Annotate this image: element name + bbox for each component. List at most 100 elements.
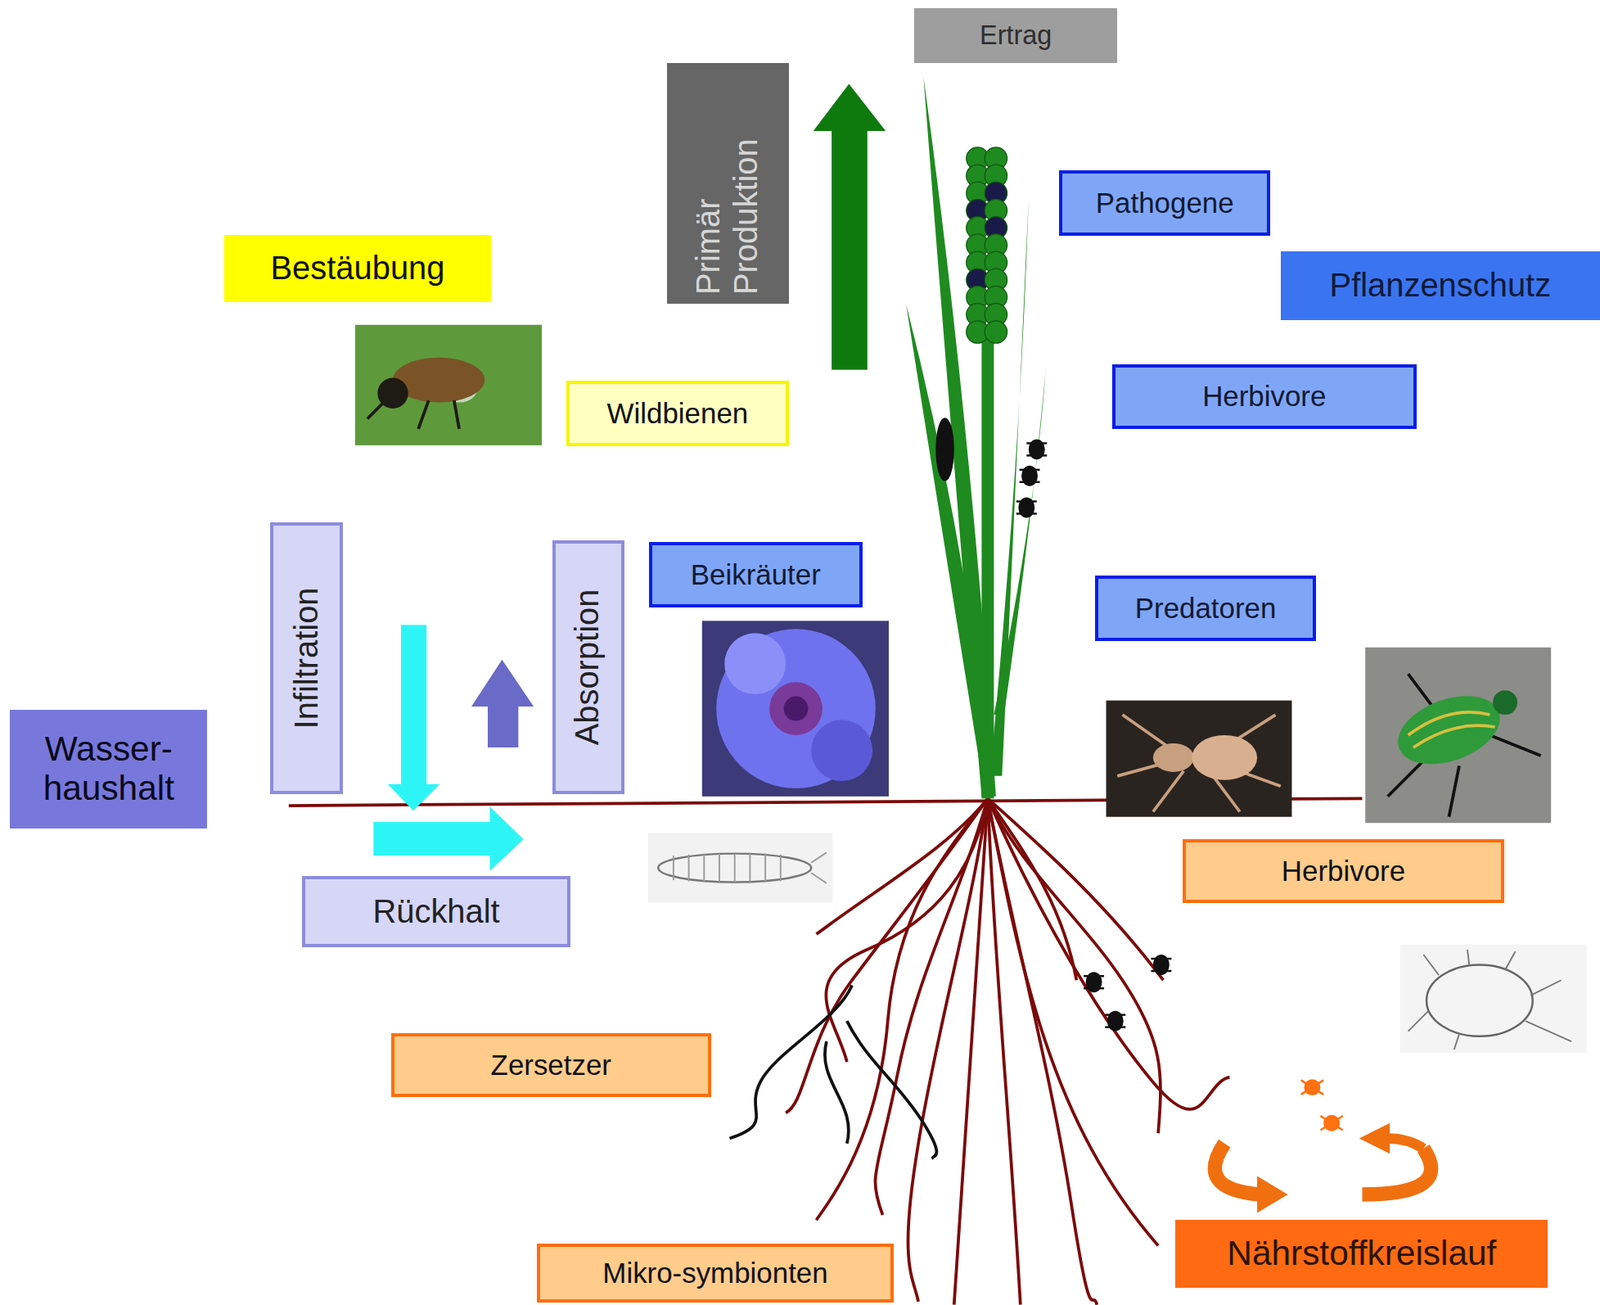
cornflower-photo: [724, 632, 786, 695]
larva-drawing: [779, 854, 782, 881]
protection-box: Pathogene: [1059, 170, 1271, 236]
larva-drawing: [658, 853, 812, 883]
box-label: Primär Produktion: [690, 72, 767, 294]
plant-roots: [987, 797, 1159, 1245]
aphid-icons: [1150, 957, 1172, 960]
larva-drawing: [703, 853, 705, 883]
larva-drawing: [811, 851, 827, 862]
water-heading: Wasser- haushalt: [9, 709, 208, 830]
nutrient-cycle-icons: [1303, 1078, 1321, 1096]
larva-drawing: [688, 854, 690, 881]
mite-drawing: [1400, 944, 1587, 1053]
beetle-photo: [1448, 765, 1459, 816]
protection-box: Beikräuter: [649, 541, 863, 608]
aphid-icons: [1016, 512, 1037, 514]
fungal-hyphae: [729, 984, 852, 1138]
aphid-icons: [1026, 454, 1047, 456]
spider-photo: [1106, 700, 1293, 817]
fungal-hyphae: [729, 984, 937, 1159]
water-arrows: [487, 704, 519, 748]
cereal-plant: [905, 304, 992, 776]
cornflower-photo: [716, 628, 876, 789]
larva-drawing: [648, 833, 834, 903]
aphid-icons: [1019, 468, 1041, 471]
spider-photo: [1106, 700, 1293, 817]
larva-drawing: [673, 851, 827, 883]
aphid-icons: [1104, 1013, 1126, 1015]
beetle-photo: [1365, 647, 1551, 823]
soil-box: Zersetzer: [391, 1032, 713, 1098]
cereal-plant: [905, 76, 1046, 798]
aphid-icons: [1026, 441, 1047, 444]
plant-roots: [987, 797, 1161, 1133]
larva-drawing: [672, 855, 675, 880]
box-label: Pathogene: [1095, 186, 1235, 220]
fungal-hyphae: [824, 1041, 849, 1144]
box-label: Ertrag: [979, 20, 1052, 51]
mite-drawing: [1408, 949, 1572, 1050]
water-process-box: Absorption: [552, 540, 626, 795]
box-label: Infiltration: [288, 587, 326, 730]
soil-box: Herbivore: [1182, 838, 1505, 904]
water-process-box: Rückhalt: [301, 875, 571, 947]
production-arrow: [831, 127, 868, 370]
water-arrows: [373, 821, 492, 856]
cereal-plant: [981, 326, 994, 798]
mite-drawing: [1423, 954, 1439, 975]
pollinator-box: Wildbienen: [566, 380, 789, 447]
nutrient-cycle-icons: [1214, 1078, 1431, 1213]
beetle-photo: [1388, 682, 1510, 777]
protection-heading: Pflanzenschutz: [1280, 251, 1600, 321]
beetle-photo: [1365, 647, 1551, 823]
beetle-photo: [1489, 734, 1541, 756]
soil-box: Mikro-symbionten: [536, 1243, 894, 1303]
grain-ear: [984, 320, 1007, 343]
protection-box: Herbivore: [1112, 364, 1417, 429]
yield-box: Ertrag: [914, 8, 1118, 64]
plant-roots: [908, 797, 988, 1302]
beetle-photo: [1388, 673, 1542, 817]
box-label: Zersetzer: [491, 1048, 612, 1082]
nutrient-cycle-icons: [1257, 1176, 1288, 1213]
production-arrow: [813, 84, 887, 131]
aphid-icons: [1083, 974, 1105, 977]
cornflower-photo: [702, 620, 889, 796]
spider-photo: [1153, 770, 1184, 812]
spider-photo: [1191, 734, 1258, 780]
plant-roots: [987, 797, 1163, 980]
beetle-photo: [1408, 712, 1491, 735]
plant-roots: [825, 797, 988, 1062]
bee-photo: [355, 324, 542, 446]
production-box: Primär Produktion: [667, 63, 789, 304]
spider-photo: [1153, 743, 1195, 772]
box-label: Beikräuter: [690, 558, 821, 591]
mite-drawing: [1467, 949, 1470, 966]
larva-drawing: [748, 853, 751, 883]
cereal-plant: [993, 367, 1046, 715]
bee-photo: [355, 324, 542, 446]
box-label: Mikro-symbionten: [602, 1256, 828, 1290]
mite-drawing: [1525, 1020, 1572, 1042]
mite-drawing: [1400, 944, 1587, 1053]
nutrient-cycle-icons: [1214, 1143, 1260, 1195]
pollination-box: Bestäubung: [224, 234, 491, 302]
box-label: Nährstoffkreislauf: [1226, 1233, 1497, 1274]
mite-drawing: [1426, 964, 1533, 1037]
water-arrows: [373, 624, 534, 870]
bee-photo: [454, 400, 460, 429]
aphid-icons: [1016, 500, 1037, 502]
plant-roots: [815, 797, 988, 1220]
nutrient-cycle-icons: [1361, 1148, 1431, 1195]
production-arrow: [813, 84, 887, 370]
plant-roots: [987, 797, 1077, 980]
water-process-box: Infiltration: [270, 522, 343, 794]
nutrient-cycle-icons: [1388, 1137, 1425, 1148]
aphid-icons: [1083, 987, 1105, 989]
plant-roots: [874, 797, 988, 1215]
nutrient-cycle-icons: [1359, 1122, 1390, 1154]
larva-drawing: [718, 853, 721, 883]
fungal-hyphae: [847, 1020, 938, 1159]
box-label: Pflanzenschutz: [1329, 266, 1552, 305]
